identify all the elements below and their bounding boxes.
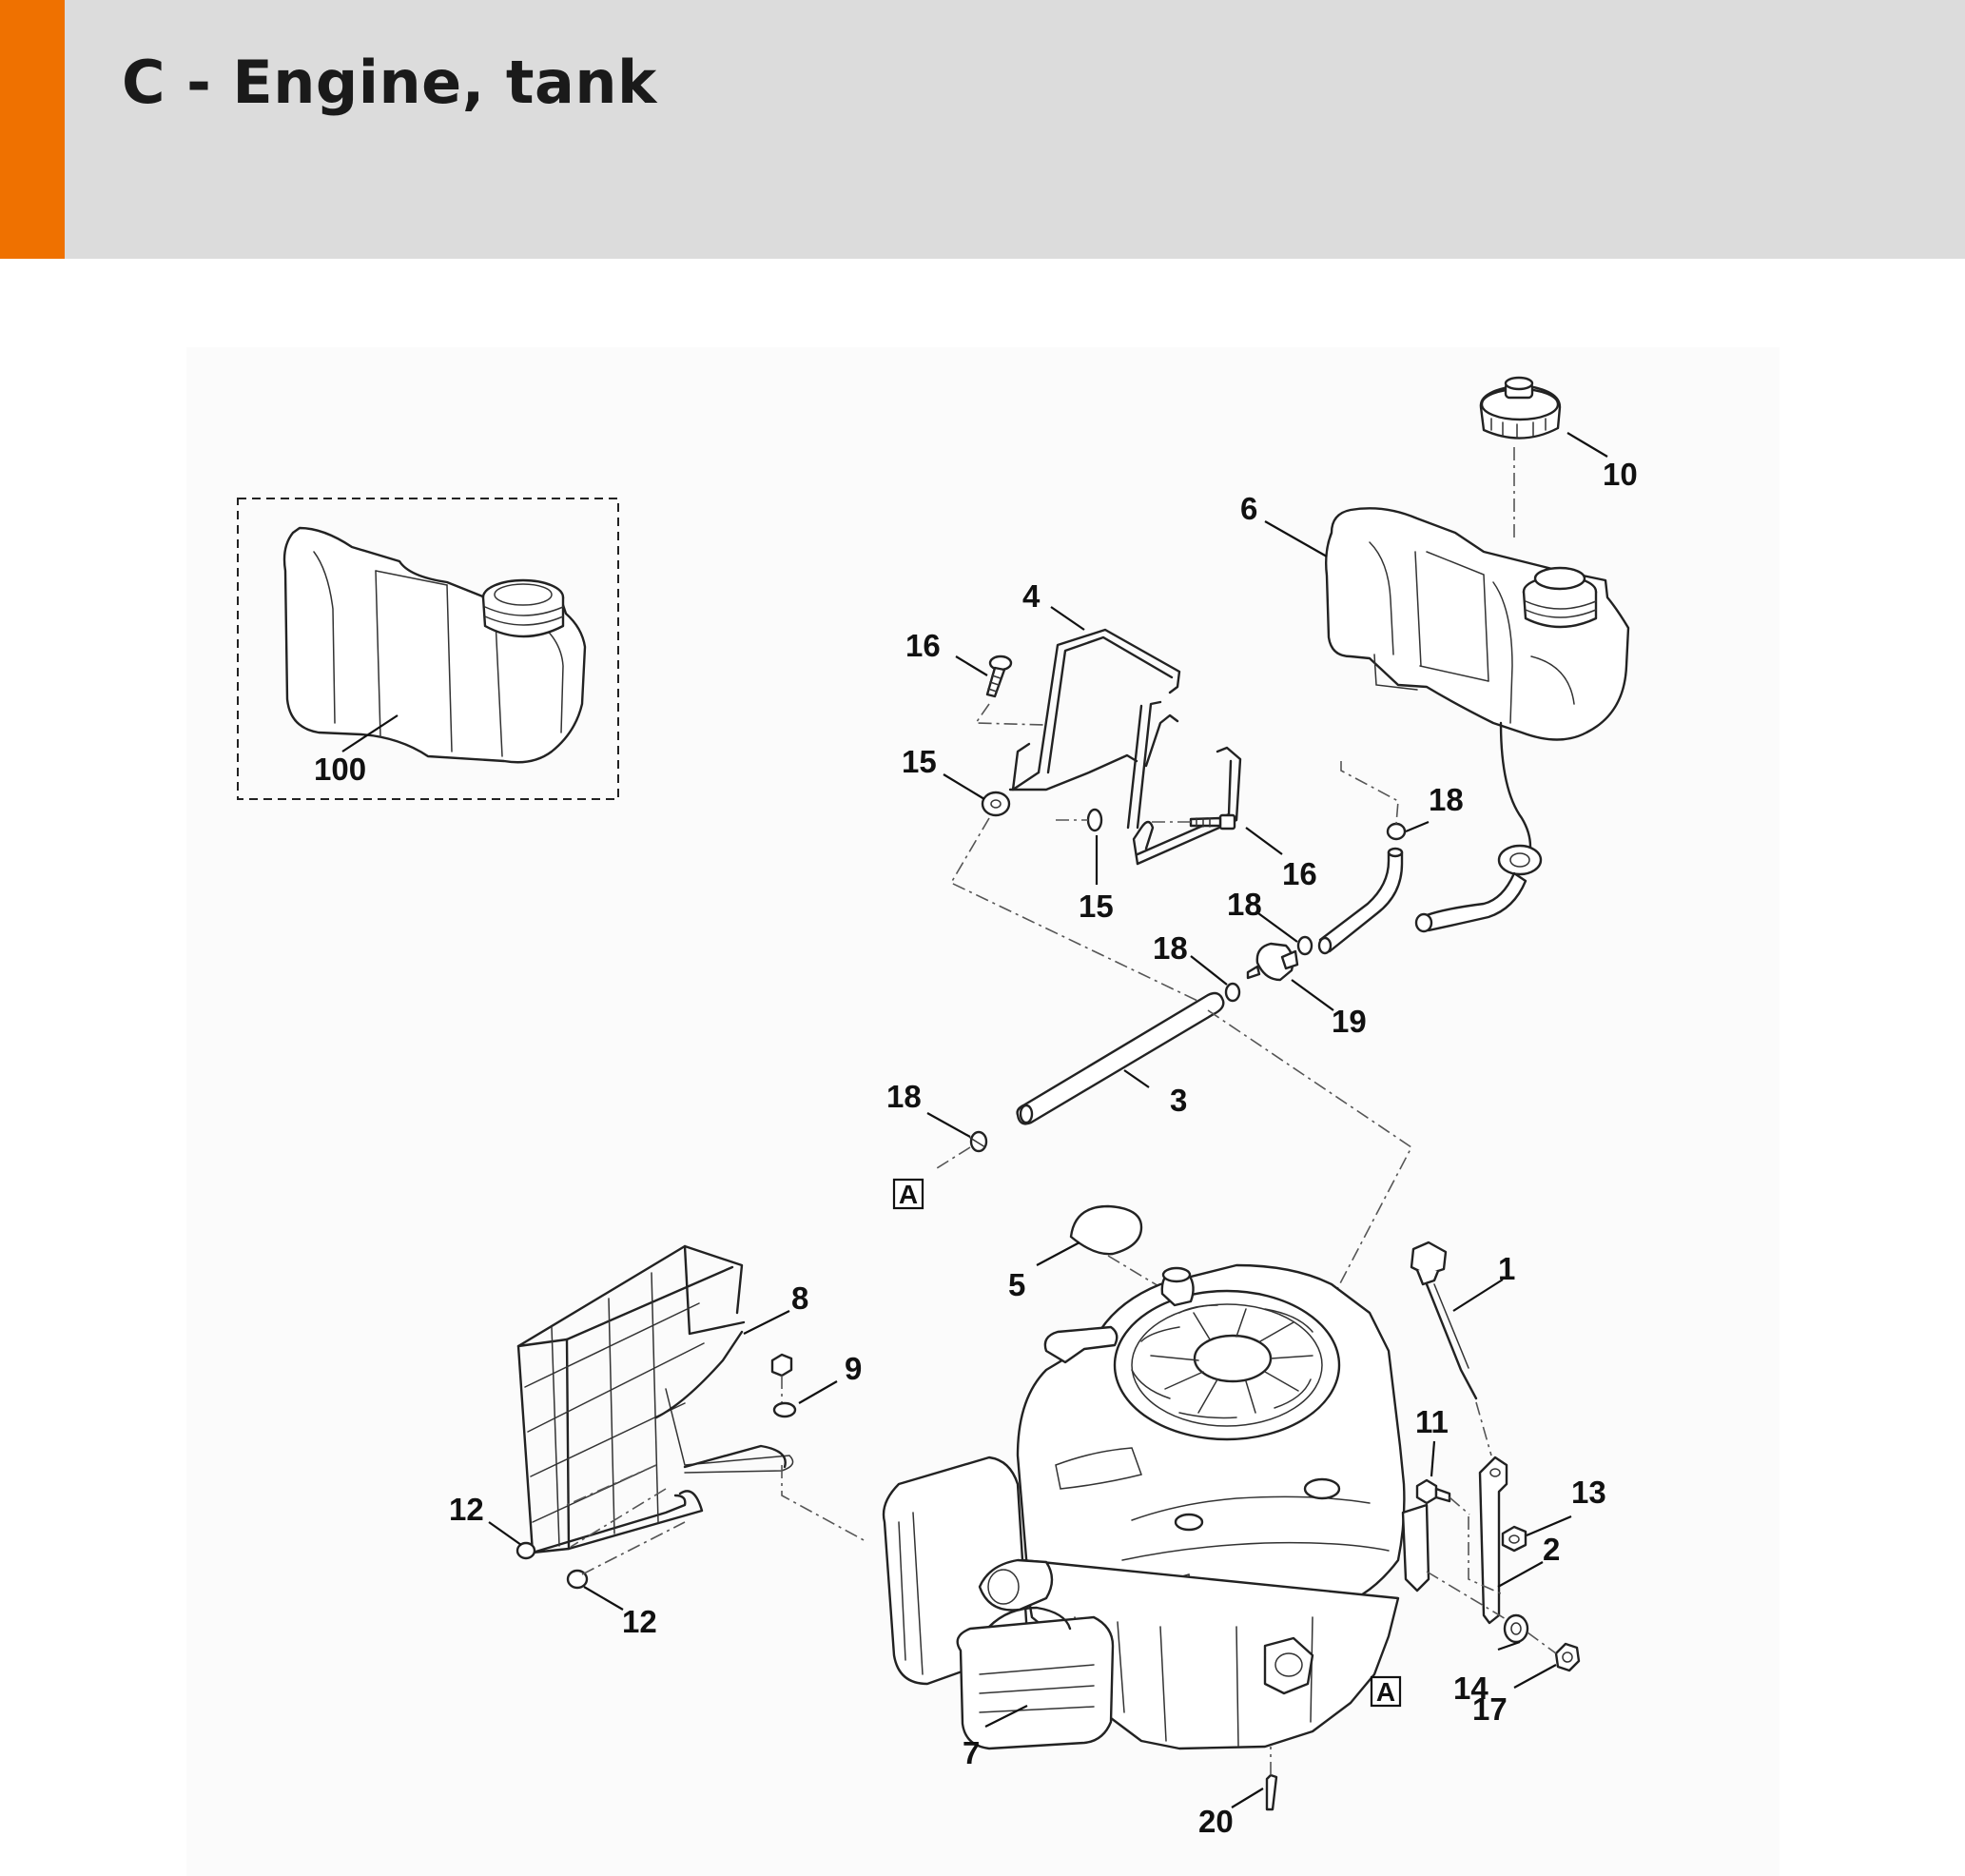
callout-4: 4 [1022,578,1041,614]
reference-marker-a-upper: A [892,1178,924,1210]
callout-6: 6 [1240,491,1257,526]
callout-10: 10 [1603,457,1638,492]
part-18-clip-lower [1224,982,1241,1003]
callout-14: 14 [1453,1671,1488,1706]
part-9-nut [770,1353,793,1378]
leader-dash-18d [936,1146,971,1169]
part-18-clip-upper [1386,822,1407,841]
leader-dash-8 [566,1464,657,1506]
callout-20: 20 [1198,1804,1234,1839]
reference-marker-a-lower: A [1370,1675,1402,1708]
leader-dash-17 [1527,1632,1557,1654]
header-bar: C - Engine, tank [0,0,1965,259]
callout-19: 19 [1332,1004,1367,1039]
leader-dash-11 [1449,1496,1470,1515]
part-100-fuel-tank [237,498,619,800]
part-17-nut [1554,1642,1581,1672]
reference-marker-a-label: A [899,1180,918,1209]
callout-12-left: 12 [449,1492,484,1527]
part-18-clip-middle [1296,935,1313,956]
part-16-bolt-upper [985,655,1013,698]
part-19-fuel-filter [1246,942,1299,982]
reference-marker-a-label-lower: A [1376,1677,1395,1707]
fuel-hose-upper [1317,847,1404,955]
callout-100: 100 [314,752,366,787]
leader-dash-8b [570,1488,667,1548]
callout-13: 13 [1571,1475,1606,1510]
part-20-pin [1265,1773,1278,1811]
callout-17: 17 [1472,1691,1508,1727]
callout-16-upper: 16 [905,628,941,663]
callout-12-lower: 12 [622,1604,657,1639]
callout-15-left: 15 [902,744,937,779]
part-16-bolt-right [1189,813,1236,831]
callout-leaders [341,432,1608,1808]
part-3-fuel-line [1016,991,1225,1125]
leader-dash-18a [1340,761,1399,825]
part-8-guard-grille [516,1244,794,1554]
callout-16-right: 16 [1282,856,1317,891]
callout-numbers: 100 10 6 4 16 15 15 16 18 18 18 19 18 3 … [314,457,1638,1839]
callout-18-upper: 18 [1429,782,1464,817]
callout-9: 9 [845,1351,862,1386]
part-15-washer-left [981,791,1011,817]
callout-5: 5 [1008,1267,1025,1302]
callout-7: 7 [963,1735,980,1770]
part-10-fuel-cap [1479,376,1562,440]
part-4-tank-bracket [1008,628,1242,866]
leader-dash-14 [1426,1571,1523,1630]
callout-18-middle: 18 [1227,887,1262,922]
part-12-screw-lower [566,1569,589,1590]
callout-3: 3 [1170,1083,1187,1118]
callout-1: 1 [1498,1251,1515,1286]
leader-dash-2 [1468,1516,1504,1595]
leader-dash-1 [1475,1401,1492,1456]
page-title: C - Engine, tank [122,48,657,117]
callout-18-bottom: 18 [886,1079,922,1114]
callout-2: 2 [1543,1532,1560,1567]
callout-11: 11 [1415,1404,1449,1439]
part-9-washer [772,1401,797,1418]
callout-8: 8 [791,1280,808,1316]
callout-15-center: 15 [1079,889,1114,924]
part-14-washer [1503,1613,1529,1644]
part-11-bolt [1415,1478,1451,1505]
leader-dash-9b [781,1465,866,1542]
leader-dash-3 [1207,1009,1413,1328]
leader-dash-16a [974,703,1047,726]
part-1-dipstick [1410,1241,1478,1400]
part-5-cover-disc [1069,1204,1143,1256]
part-12-screw-left [516,1541,536,1560]
callout-18-lower: 18 [1153,930,1188,966]
engine-assembly [882,1263,1430,1750]
part-2-dipstick-bracket [1478,1456,1508,1625]
part-13-nut [1501,1525,1527,1553]
leader-dash-12 [581,1521,686,1575]
part-15-washer-center [1086,808,1103,832]
part-6-fuel-tank [1324,507,1630,933]
header-accent-stripe [0,0,65,259]
part-18-clip-bottom [969,1130,988,1153]
